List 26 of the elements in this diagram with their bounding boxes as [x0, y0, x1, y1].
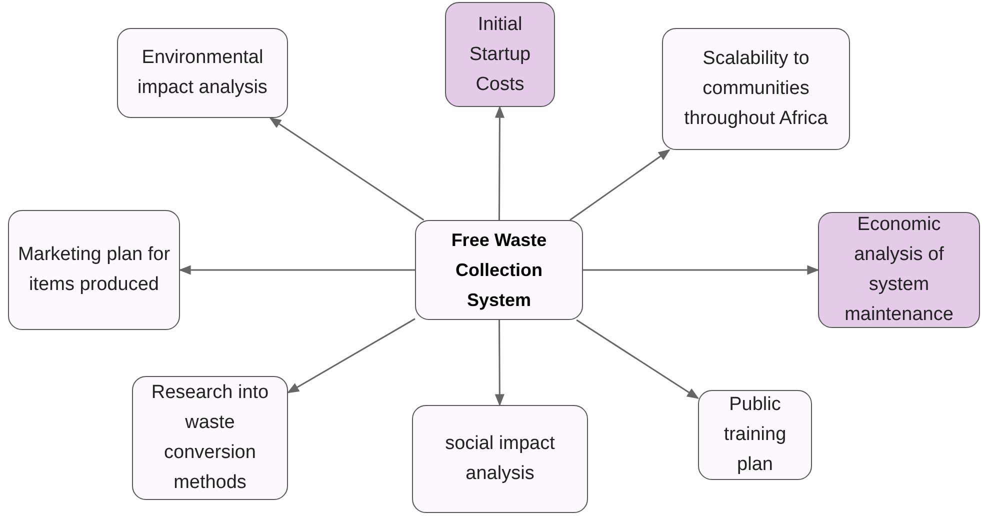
- arrow: [576, 319, 699, 399]
- node-label: Free Waste Collection System: [450, 229, 548, 312]
- topic-box: [662, 28, 850, 150]
- node-label: Research into waste conversion methods: [150, 381, 270, 495]
- arrow: [178, 265, 415, 275]
- node-label: Marketing plan for items produced: [16, 243, 172, 297]
- node-label: Environmental impact analysis: [136, 46, 268, 100]
- arrow: [269, 117, 424, 221]
- node-label: Economic analysis of system maintenance: [844, 213, 954, 327]
- arrow: [494, 106, 504, 220]
- node-label: Public training plan: [722, 393, 788, 477]
- topic-box: [8, 210, 180, 330]
- topic-box: [445, 2, 555, 107]
- arrow: [570, 149, 670, 221]
- node-label: Initial Startup Costs: [468, 12, 532, 96]
- arrow: [583, 265, 820, 275]
- node-label: social impact analysis: [444, 432, 556, 486]
- topic-box: [132, 376, 288, 500]
- topic-box: [698, 390, 812, 480]
- topic-box: [117, 28, 288, 118]
- arrow: [494, 320, 504, 406]
- topic-box: [412, 405, 588, 513]
- central-topic-box: [415, 220, 583, 320]
- arrow: [286, 318, 416, 394]
- node-label: Scalability to communities throughout Africa: [683, 47, 829, 131]
- topic-box: [818, 212, 980, 328]
